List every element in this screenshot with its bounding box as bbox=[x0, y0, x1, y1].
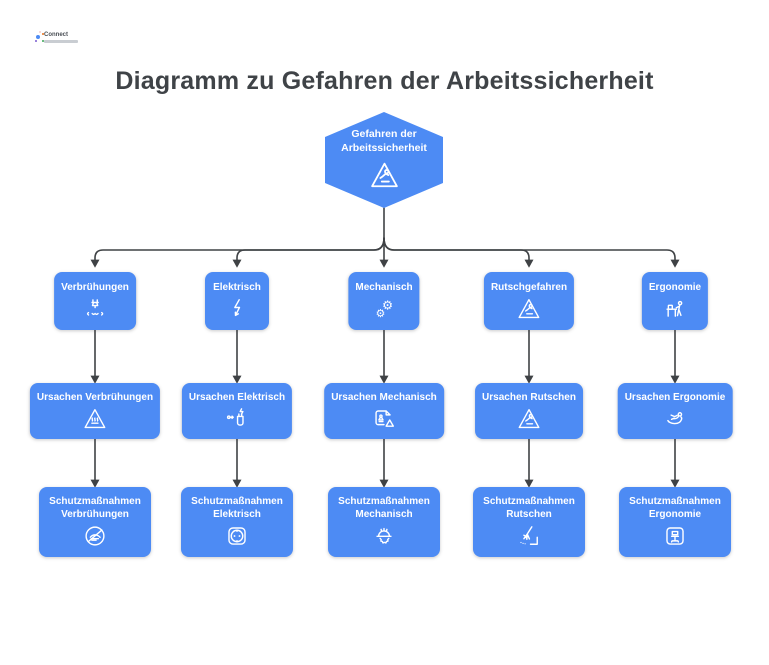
brand-logo: Connect bbox=[36, 32, 78, 43]
node-label: Ursachen Verbrühungen bbox=[36, 391, 154, 403]
brand-logo-text: Connect bbox=[44, 32, 68, 38]
brand-logo-icon bbox=[36, 35, 40, 40]
broom-icon bbox=[516, 523, 542, 549]
node-label: Elektrisch bbox=[213, 281, 261, 293]
helmet-gear-icon bbox=[371, 523, 397, 549]
svg-text:⚙: ⚙ bbox=[375, 307, 385, 320]
gears-icon: ⚙⚙ bbox=[371, 296, 397, 322]
verbruehungen-hazard-node: Verbrühungen bbox=[54, 272, 136, 330]
node-label: Schutzmaßnahmen Verbrühungen bbox=[49, 496, 141, 520]
node-label: Gefahren der Arbeitssicherheit bbox=[341, 128, 427, 154]
node-label: Mechanisch bbox=[355, 281, 413, 293]
node-label: Ursachen Rutschen bbox=[482, 391, 576, 403]
node-label: Schutzmaßnahmen Mechanisch bbox=[338, 496, 430, 520]
elektrisch-protection-node: Schutzmaßnahmen Elektrisch bbox=[181, 487, 293, 557]
verbruehungen-cause-node: Ursachen Verbrühungen bbox=[29, 383, 161, 439]
electric-bolt-icon bbox=[224, 296, 250, 322]
plug-lightning-icon bbox=[224, 406, 250, 432]
ergonomie-hazard-node: Ergonomie bbox=[641, 272, 709, 330]
slip-warning-icon bbox=[368, 159, 401, 192]
mechanisch-cause-node: Ursachen Mechanisch bbox=[324, 383, 444, 439]
no-touch-icon bbox=[82, 523, 108, 549]
elektrisch-cause-node: Ursachen Elektrisch bbox=[181, 383, 293, 439]
scalding-icon bbox=[82, 296, 108, 322]
slip-warning-icon bbox=[516, 296, 542, 322]
node-label: Ergonomie bbox=[648, 281, 702, 293]
ergonomie-protection-node: Schutzmaßnahmen Ergonomie bbox=[619, 487, 731, 557]
rutschgefahren-protection-node: Schutzmaßnahmen Rutschen bbox=[473, 487, 585, 557]
standing-desk-icon bbox=[662, 296, 688, 322]
slip-warning-icon bbox=[516, 406, 542, 432]
node-label: Ursachen Ergonomie bbox=[624, 391, 726, 403]
machine-warning-icon bbox=[371, 406, 397, 432]
node-label: Schutzmaßnahmen Rutschen bbox=[483, 496, 575, 520]
node-label: Ursachen Mechanisch bbox=[331, 391, 437, 403]
node-label: Schutzmaßnahmen Ergonomie bbox=[629, 496, 721, 520]
root-node-gefahren: Gefahren der Arbeitssicherheit bbox=[325, 112, 443, 208]
rutschgefahren-hazard-node: Rutschgefahren bbox=[483, 272, 575, 330]
verbruehungen-protection-node: Schutzmaßnahmen Verbrühungen bbox=[39, 487, 151, 557]
office-chair-icon bbox=[662, 523, 688, 549]
ergonomie-cause-node: Ursachen Ergonomie bbox=[617, 383, 733, 439]
node-label: Verbrühungen bbox=[61, 281, 129, 293]
node-label: Ursachen Elektrisch bbox=[188, 391, 286, 403]
mechanisch-protection-node: Schutzmaßnahmen Mechanisch bbox=[328, 487, 440, 557]
node-label: Schutzmaßnahmen Elektrisch bbox=[191, 496, 283, 520]
rutschgefahren-cause-node: Ursachen Rutschen bbox=[475, 383, 583, 439]
socket-icon bbox=[224, 523, 250, 549]
diagram-title: Diagramm zu Gefahren der Arbeitssicherhe… bbox=[115, 66, 654, 95]
brand-logo-subline bbox=[44, 40, 78, 43]
svg-text:⚙: ⚙ bbox=[382, 297, 393, 312]
hot-surface-warning-icon bbox=[82, 406, 108, 432]
node-label: Rutschgefahren bbox=[490, 281, 568, 293]
recline-laptop-icon bbox=[662, 406, 688, 432]
mechanisch-hazard-node: Mechanisch ⚙⚙ bbox=[348, 272, 420, 330]
elektrisch-hazard-node: Elektrisch bbox=[205, 272, 269, 330]
